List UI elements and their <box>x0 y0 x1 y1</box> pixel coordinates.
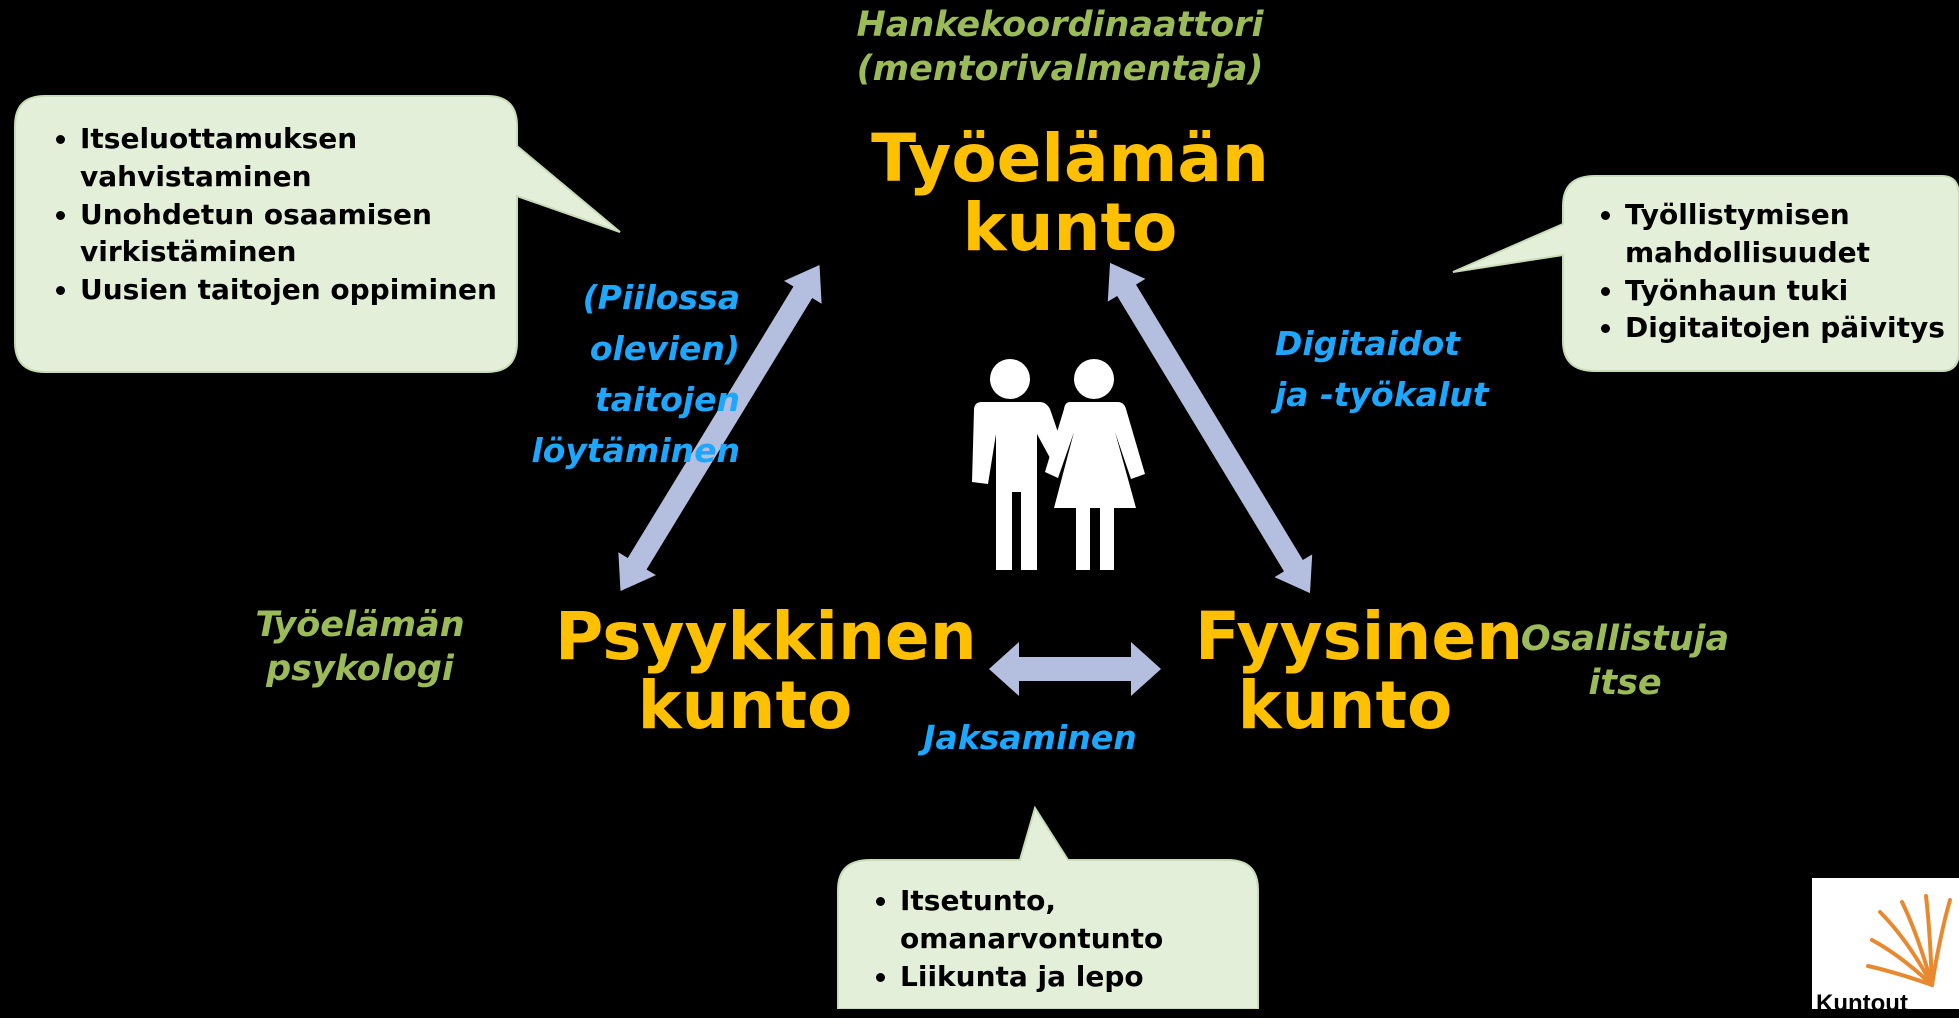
role-top-line-1: Hankekoordinaattori <box>856 5 1264 45</box>
list-item: Työllistymisen mahdollisuudet <box>1625 196 1955 272</box>
arrow-top-left <box>618 264 822 592</box>
speech-bubble-top-right <box>1452 175 1959 372</box>
role-left-line-1: Työelämän <box>255 605 465 645</box>
role-left: Työelämän psykologi <box>240 604 480 692</box>
link-label-top-right: Digitaidot ja -työkalut <box>1275 318 1535 420</box>
list-item: Digitaitojen päivitys <box>1625 309 1955 347</box>
list-item: Itsetunto, omanarvontunto <box>900 882 1230 958</box>
list-item: Uusien taitojen oppiminen <box>80 271 510 309</box>
node-right-line-1: Fyysinen <box>1195 598 1524 675</box>
list-item: Itseluottamuksen vahvistaminen <box>80 120 510 196</box>
bubble-top-right-list: Työllistymisen mahdollisuudet Työnhaun t… <box>1585 196 1955 347</box>
arrow-bottom <box>989 642 1161 696</box>
couple-icon <box>972 359 1145 570</box>
speech-bubble-bottom <box>837 805 1259 1009</box>
bubble-bottom-content: Itsetunto, omanarvontunto Liikunta ja le… <box>860 882 1230 995</box>
role-right: Osallistuja itse <box>1505 618 1745 706</box>
role-top: Hankekoordinaattori (mentorivalmentaja) <box>840 4 1280 92</box>
bubble-top-left-list: Itseluottamuksen vahvistaminen Unohdetun… <box>40 120 510 309</box>
node-right: Fyysinen kunto <box>1195 598 1524 745</box>
link-label-top-right-line-2: ja -työkalut <box>1275 375 1489 415</box>
link-label-bottom: Jaksaminen <box>900 712 1160 763</box>
node-top-line-2: kunto <box>962 189 1178 267</box>
link-label-top-left: (Piilossa olevien) taitojen löytäminen <box>520 272 740 477</box>
role-left-line-2: psykologi <box>266 648 454 689</box>
logo-text: Kuntout <box>1816 990 1908 1017</box>
node-left-line-2: kunto <box>637 667 853 745</box>
bubble-top-right-content: Työllistymisen mahdollisuudet Työnhaun t… <box>1585 196 1955 347</box>
link-label-bottom-text: Jaksaminen <box>923 718 1137 757</box>
role-top-line-2: (mentorivalmentaja) <box>856 48 1264 89</box>
role-right-line-1: Osallistuja <box>1520 619 1730 659</box>
node-top: Työelämän kunto <box>840 124 1300 263</box>
arrow-top-right <box>1107 262 1313 594</box>
node-top-line-1: Työelämän <box>871 120 1269 197</box>
list-item: Liikunta ja lepo <box>900 958 1230 996</box>
link-label-top-right-line-1: Digitaidot <box>1275 324 1461 363</box>
node-left: Psyykkinen kunto <box>555 598 977 745</box>
node-right-line-2: kunto <box>1237 667 1453 745</box>
link-label-top-left-line-2: olevien) <box>589 329 740 369</box>
node-left-line-1: Psyykkinen <box>555 598 977 675</box>
speech-bubble-top-left <box>14 95 621 373</box>
role-right-line-2: itse <box>1588 662 1662 703</box>
list-item: Työnhaun tuki <box>1625 272 1955 310</box>
bubble-bottom-list: Itsetunto, omanarvontunto Liikunta ja le… <box>860 882 1230 995</box>
list-item: Unohdetun osaamisen virkistäminen <box>80 196 510 272</box>
link-label-top-left-line-3: taitojen <box>595 380 740 420</box>
logo-icon <box>1812 878 1959 1009</box>
link-label-top-left-line-4: löytäminen <box>531 431 740 471</box>
link-label-top-left-line-1: (Piilossa <box>582 278 740 317</box>
bubble-top-left-content: Itseluottamuksen vahvistaminen Unohdetun… <box>40 120 510 309</box>
